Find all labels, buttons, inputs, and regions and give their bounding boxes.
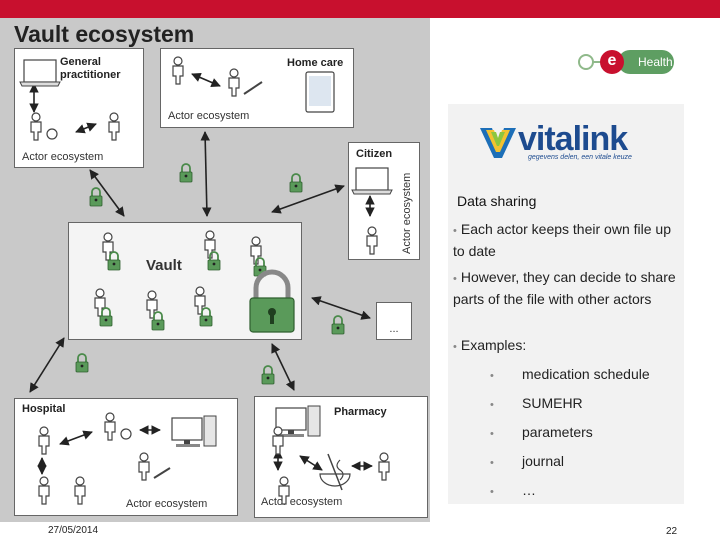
info-bullet: •However, they can decide to share parts… bbox=[453, 269, 676, 307]
homecare-tablet-icon bbox=[305, 71, 335, 113]
ehealth-text: Health bbox=[638, 55, 673, 69]
citizen-laptop-icon bbox=[351, 167, 393, 195]
vitalink-logo: vitalink gegevens delen, een vitale keuz… bbox=[478, 118, 658, 168]
hospital-computer-icon bbox=[171, 415, 217, 448]
hospital-label: Hospital bbox=[22, 403, 66, 415]
gp-label: General practitioner bbox=[60, 56, 121, 81]
citizen-label: Citizen bbox=[356, 148, 393, 160]
info-bullet: •Examples: bbox=[453, 337, 527, 353]
example-item: •medication schedule bbox=[490, 366, 650, 382]
ehealth-pill: Health bbox=[618, 50, 674, 74]
hospital-ecosystem-label: Actor ecosystem bbox=[126, 498, 208, 510]
ehealth-ring-icon bbox=[578, 54, 594, 70]
vault-label: Vault bbox=[146, 257, 182, 274]
example-item: •… bbox=[490, 482, 536, 498]
homecare-person-icon bbox=[172, 56, 184, 85]
ehealth-e: e bbox=[600, 50, 624, 74]
hospital-persons bbox=[38, 426, 86, 505]
citizen-box bbox=[348, 142, 420, 260]
info-heading: Data sharing bbox=[457, 193, 537, 209]
gp-person-icon bbox=[108, 112, 120, 141]
pharmacy-computer-icon bbox=[275, 405, 321, 438]
footer-date: 27/05/2014 bbox=[48, 525, 99, 536]
info-panel bbox=[448, 104, 684, 504]
info-bullet: •Each actor keeps their own file up to d… bbox=[453, 221, 671, 259]
homecare-nurse-icon bbox=[228, 68, 263, 97]
slide-title: Vault ecosystem bbox=[14, 21, 195, 47]
top-brand-bar bbox=[0, 0, 720, 18]
hospital-nurse-icon bbox=[138, 452, 171, 481]
pharmacy-bowl-icon bbox=[319, 453, 351, 491]
pharmacy-label: Pharmacy bbox=[334, 406, 387, 418]
padlock-icons bbox=[75, 163, 345, 385]
homecare-ecosystem-label: Actor ecosystem bbox=[168, 110, 250, 122]
gp-laptop-icon bbox=[19, 59, 61, 87]
other-actor-label: ... bbox=[389, 323, 399, 335]
pharmacy-ecosystem-label: Actor ecosystem bbox=[261, 496, 343, 508]
citizen-person-icon bbox=[366, 226, 378, 255]
connection-arrows bbox=[29, 72, 375, 475]
vault-actors bbox=[94, 230, 267, 331]
page-number: 22 bbox=[666, 526, 678, 537]
vault-padlock-icon bbox=[249, 269, 295, 333]
vitalink-emblem-icon bbox=[480, 128, 516, 158]
vitalink-tagline: gegevens delen, een vitale keuze bbox=[528, 154, 632, 161]
example-item: •SUMEHR bbox=[490, 395, 583, 411]
hospital-doctor-icon bbox=[104, 412, 132, 441]
example-item: •journal bbox=[490, 453, 565, 469]
gp-ecosystem-label: Actor ecosystem bbox=[22, 151, 104, 163]
other-actor-box: ... bbox=[376, 302, 412, 340]
homecare-label: Home care bbox=[287, 57, 344, 69]
example-item: •parameters bbox=[490, 424, 593, 440]
gp-doctor-icon bbox=[30, 112, 58, 141]
vitalink-wordmark: vitalink bbox=[518, 120, 628, 158]
ehealth-logo: Health e bbox=[578, 48, 686, 76]
